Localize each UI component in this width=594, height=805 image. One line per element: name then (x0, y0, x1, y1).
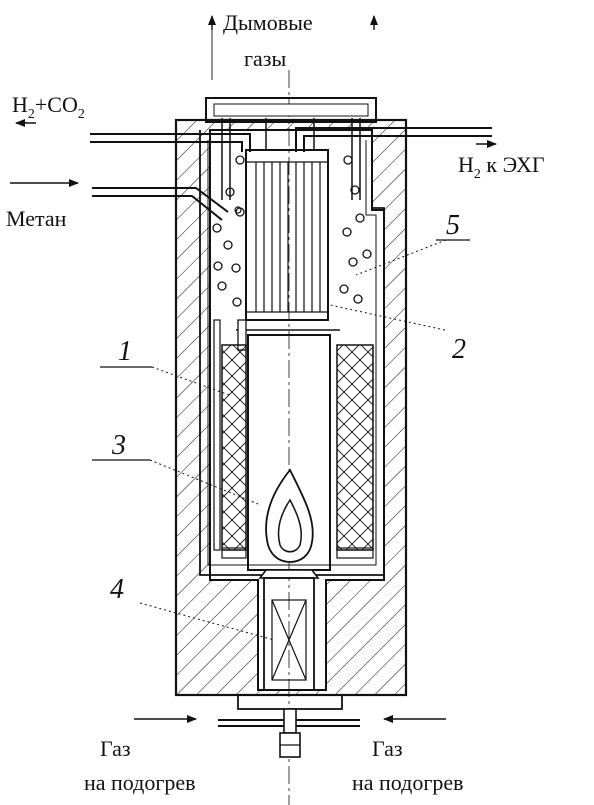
exhaust-label-line1: Дымовые (223, 10, 313, 35)
bottom-manifold (218, 694, 360, 758)
callout-leaders (139, 239, 447, 641)
top-pipes (90, 118, 492, 221)
gas-right-line1: Газ (372, 736, 403, 761)
h2co2-label: H2+CO2 (12, 92, 85, 122)
callout-3: 3 (111, 430, 126, 461)
flow-arrows (10, 15, 497, 723)
exhaust-label-line2: газы (244, 46, 286, 71)
top-cap (205, 97, 377, 123)
burner (258, 569, 320, 691)
methane-label: Метан (6, 206, 67, 231)
tube-bundle (245, 149, 329, 321)
burner-flame (265, 468, 314, 563)
catalyst-pellets (212, 155, 372, 307)
annular-chamber (199, 130, 385, 576)
callout-1: 1 (118, 336, 132, 367)
callout-underlines (92, 239, 470, 461)
h2-out-label: H2 к ЭХГ (458, 152, 545, 182)
callout-5: 5 (446, 210, 460, 241)
gas-left-line1: Газ (100, 736, 131, 761)
pipe-bend-dot (234, 206, 242, 214)
callout-4: 4 (110, 574, 124, 605)
gas-left-line2: на подогрев (84, 770, 196, 795)
insulation-rings (213, 319, 374, 559)
gas-right-line2: на подогрев (352, 770, 464, 795)
callout-2: 2 (452, 334, 466, 365)
